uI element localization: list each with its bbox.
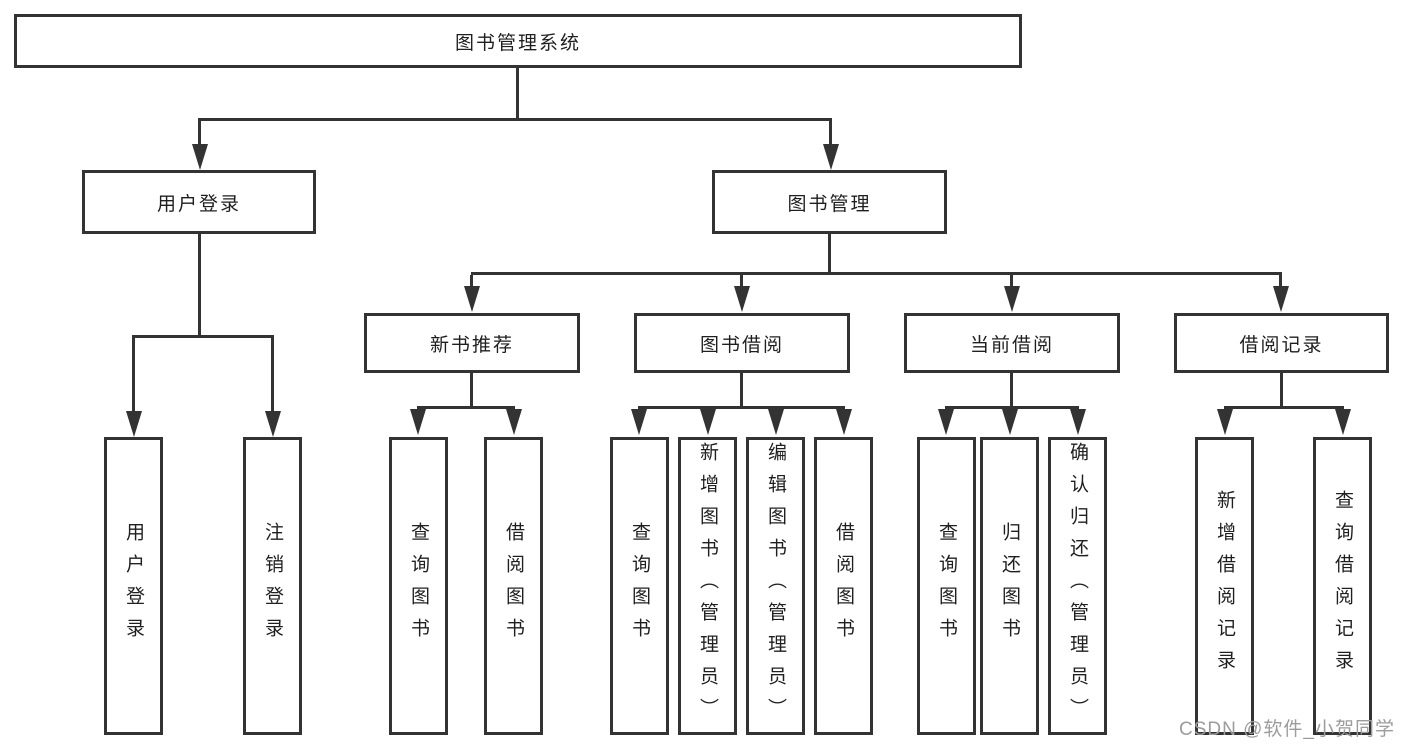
arrow-down-icon [823, 144, 839, 170]
leaf-borrow-books: 借阅图书 [484, 437, 543, 735]
leaf-label: 借阅图书 [833, 522, 854, 650]
connector-line [470, 275, 473, 287]
leaf-confirm-return-admin: 确认归还（管理员） [1048, 437, 1107, 735]
connector-line [1224, 406, 1344, 409]
leaf-add-books-admin: 新增图书（管理员） [678, 437, 737, 735]
arrow-down-icon [836, 409, 852, 435]
connector-line [271, 338, 274, 412]
connector-line [132, 338, 135, 412]
arrow-down-icon [410, 409, 426, 435]
arrow-down-icon [1335, 409, 1351, 435]
arrow-down-icon [464, 286, 480, 312]
arrow-down-icon [506, 409, 522, 435]
arrow-down-icon [631, 409, 647, 435]
connector-line [516, 67, 519, 118]
connector-line [132, 335, 274, 338]
connector-line [740, 373, 743, 406]
node-user-login: 用户登录 [82, 170, 316, 234]
leaf-label: 查询借阅记录 [1332, 490, 1353, 682]
arrow-down-icon [192, 144, 208, 170]
leaf-label: 确认归还（管理员） [1067, 442, 1088, 730]
arrow-down-icon [768, 409, 784, 435]
leaf-query-books-3: 查询图书 [917, 437, 976, 735]
leaf-label: 查询图书 [629, 522, 650, 650]
leaf-query-books-2: 查询图书 [610, 437, 669, 735]
node-new-book-recommend: 新书推荐 [364, 313, 580, 373]
leaf-edit-books-admin: 编辑图书（管理员） [746, 437, 805, 735]
leaf-label: 查询图书 [408, 522, 429, 650]
leaf-borrow-books-2: 借阅图书 [814, 437, 873, 735]
connector-line [829, 121, 832, 146]
arrow-down-icon [700, 409, 716, 435]
leaf-return-books: 归还图书 [980, 437, 1039, 735]
leaf-label: 查询图书 [936, 522, 957, 650]
leaf-label: 新增借阅记录 [1214, 490, 1235, 682]
leaf-query-books: 查询图书 [389, 437, 448, 735]
arrow-down-icon [1273, 286, 1289, 312]
arrow-down-icon [734, 286, 750, 312]
arrow-down-icon [1217, 409, 1233, 435]
connector-line [828, 234, 831, 272]
connector-line [198, 234, 201, 335]
leaf-user-login: 用户登录 [104, 437, 163, 735]
arrow-down-icon [1004, 286, 1020, 312]
arrow-down-icon [938, 409, 954, 435]
connector-line [198, 121, 201, 146]
arrow-down-icon [1070, 409, 1086, 435]
leaf-add-borrow-record: 新增借阅记录 [1195, 437, 1254, 735]
node-borrow-records: 借阅记录 [1174, 313, 1389, 373]
connector-line [198, 118, 832, 121]
connector-line [471, 272, 1282, 275]
connector-line [470, 373, 473, 406]
arrow-down-icon [1002, 409, 1018, 435]
leaf-label: 归还图书 [999, 522, 1020, 650]
connector-line [1010, 373, 1013, 406]
leaf-query-borrow-record: 查询借阅记录 [1313, 437, 1372, 735]
leaf-label: 借阅图书 [503, 522, 524, 650]
connector-line [1280, 373, 1283, 406]
node-current-borrow: 当前借阅 [904, 313, 1120, 373]
leaf-label: 新增图书（管理员） [697, 442, 718, 730]
node-book-management: 图书管理 [712, 170, 947, 234]
arrow-down-icon [126, 411, 142, 437]
node-root: 图书管理系统 [14, 14, 1022, 68]
leaf-label: 注销登录 [262, 522, 283, 650]
node-book-borrow: 图书借阅 [634, 313, 850, 373]
connector-line [1279, 275, 1282, 287]
connector-line [417, 406, 515, 409]
arrow-down-icon [265, 411, 281, 437]
connector-line [945, 406, 1079, 409]
leaf-label: 编辑图书（管理员） [765, 442, 786, 730]
connector-line [740, 275, 743, 287]
watermark: CSDN @软件_小贺同学 [1179, 719, 1395, 740]
connector-line [638, 406, 845, 409]
connector-line [1010, 275, 1013, 287]
leaf-logout: 注销登录 [243, 437, 302, 735]
leaf-label: 用户登录 [123, 522, 144, 650]
